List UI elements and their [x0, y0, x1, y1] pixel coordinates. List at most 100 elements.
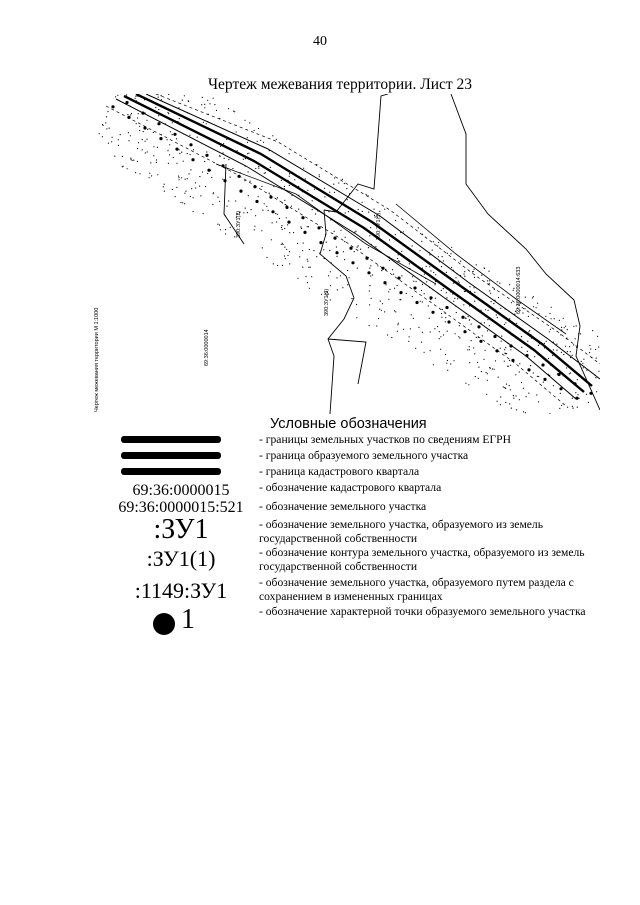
stipple-dot — [433, 271, 435, 274]
stipple-dot — [119, 134, 121, 136]
stipple-dot — [468, 319, 470, 321]
stipple-dot — [524, 308, 526, 310]
stipple-dot — [519, 302, 521, 304]
stipple-dot — [589, 351, 591, 354]
stipple-dot — [510, 407, 512, 409]
stipple-dot — [167, 111, 169, 114]
quarter-code-symbol: 69:36:0000015 — [132, 482, 230, 499]
stipple-dot — [480, 371, 482, 373]
stipple-dot — [381, 270, 383, 272]
stipple-dot — [188, 173, 190, 175]
stipple-dot — [316, 256, 318, 258]
stipple-dot — [553, 318, 555, 320]
stipple-dot — [311, 200, 313, 202]
stipple-dot — [490, 301, 492, 303]
stipple-dot — [445, 317, 447, 319]
stipple-dot — [329, 191, 331, 193]
stipple-dot — [398, 260, 400, 262]
characteristic-point — [445, 305, 449, 310]
stipple-dot — [163, 183, 165, 185]
stipple-dot — [308, 248, 310, 251]
stipple-dot — [468, 346, 470, 348]
stipple-dot — [129, 135, 131, 137]
characteristic-point — [511, 358, 515, 362]
stipple-dot — [569, 351, 571, 353]
stipple-dot — [307, 226, 309, 228]
stipple-dot — [438, 241, 440, 243]
stipple-dot — [255, 167, 257, 170]
stipple-dot — [421, 283, 424, 285]
stipple-dot — [135, 95, 137, 97]
stipple-dot — [135, 172, 137, 174]
characteristic-point — [303, 230, 307, 234]
stipple-dot — [135, 123, 137, 125]
legend-desc-parcel-contour: - обозначение контура земельного участка… — [259, 546, 585, 573]
stipple-dot — [438, 338, 440, 340]
characteristic-point — [143, 126, 147, 130]
stipple-dot — [162, 186, 164, 188]
stipple-dot — [269, 166, 271, 168]
stipple-dot — [297, 277, 299, 279]
stipple-dot — [204, 107, 206, 109]
stipple-dot — [458, 282, 460, 284]
stipple-dot — [160, 99, 163, 101]
stipple-dot — [463, 290, 465, 293]
characteristic-point — [351, 261, 355, 265]
stipple-dot — [307, 189, 309, 191]
stipple-dot — [284, 199, 286, 201]
stipple-dot — [344, 236, 346, 238]
stipple-dot — [192, 210, 194, 213]
stipple-dot — [329, 299, 331, 301]
stipple-dot — [549, 413, 551, 414]
stipple-dot — [204, 103, 206, 105]
stipple-dot — [409, 328, 411, 330]
stipple-dot — [223, 157, 225, 159]
stipple-dot — [128, 140, 130, 142]
stipple-dot — [459, 337, 461, 339]
stipple-dot — [249, 122, 251, 124]
stipple-dot — [500, 396, 502, 398]
stipple-dot — [474, 300, 476, 302]
stipple-dot — [469, 362, 471, 364]
stipple-dot — [509, 318, 511, 320]
stipple-dot — [487, 319, 489, 321]
stipple-dot — [346, 188, 348, 190]
stipple-dot — [592, 330, 594, 332]
stipple-dot — [388, 291, 390, 293]
stipple-dot — [235, 200, 237, 202]
stipple-dot — [517, 307, 519, 309]
stipple-dot — [580, 360, 582, 362]
stipple-dot — [284, 246, 286, 248]
stipple-dot — [565, 325, 567, 327]
stipple-dot — [146, 138, 148, 140]
stipple-dot — [338, 182, 340, 184]
stipple-dot — [190, 169, 192, 171]
stipple-dot — [281, 228, 283, 231]
stipple-dot — [326, 291, 328, 293]
stipple-dot — [146, 151, 148, 153]
stipple-dot — [117, 139, 119, 141]
stipple-dot — [172, 156, 174, 159]
stipple-dot — [217, 196, 219, 198]
stipple-dot — [450, 363, 452, 365]
characteristic-point — [287, 220, 291, 224]
stipple-dot — [181, 151, 183, 153]
characteristic-point — [237, 174, 241, 178]
stipple-dot — [595, 357, 597, 359]
stipple-dot — [524, 412, 526, 414]
stipple-dot — [257, 127, 260, 130]
stipple-dot — [137, 147, 139, 150]
stipple-dot — [434, 328, 436, 330]
stipple-dot — [577, 394, 579, 396]
stipple-dot — [101, 123, 104, 126]
stipple-dot — [572, 407, 574, 409]
stipple-dot — [590, 348, 592, 350]
stipple-dot — [202, 212, 204, 215]
stipple-dot — [473, 347, 475, 349]
stipple-dot — [394, 219, 397, 222]
stipple-dot — [532, 306, 535, 308]
stipple-dot — [497, 376, 499, 378]
stipple-dot — [388, 259, 390, 262]
stipple-dot — [421, 331, 424, 333]
parcel-line — [395, 203, 567, 335]
